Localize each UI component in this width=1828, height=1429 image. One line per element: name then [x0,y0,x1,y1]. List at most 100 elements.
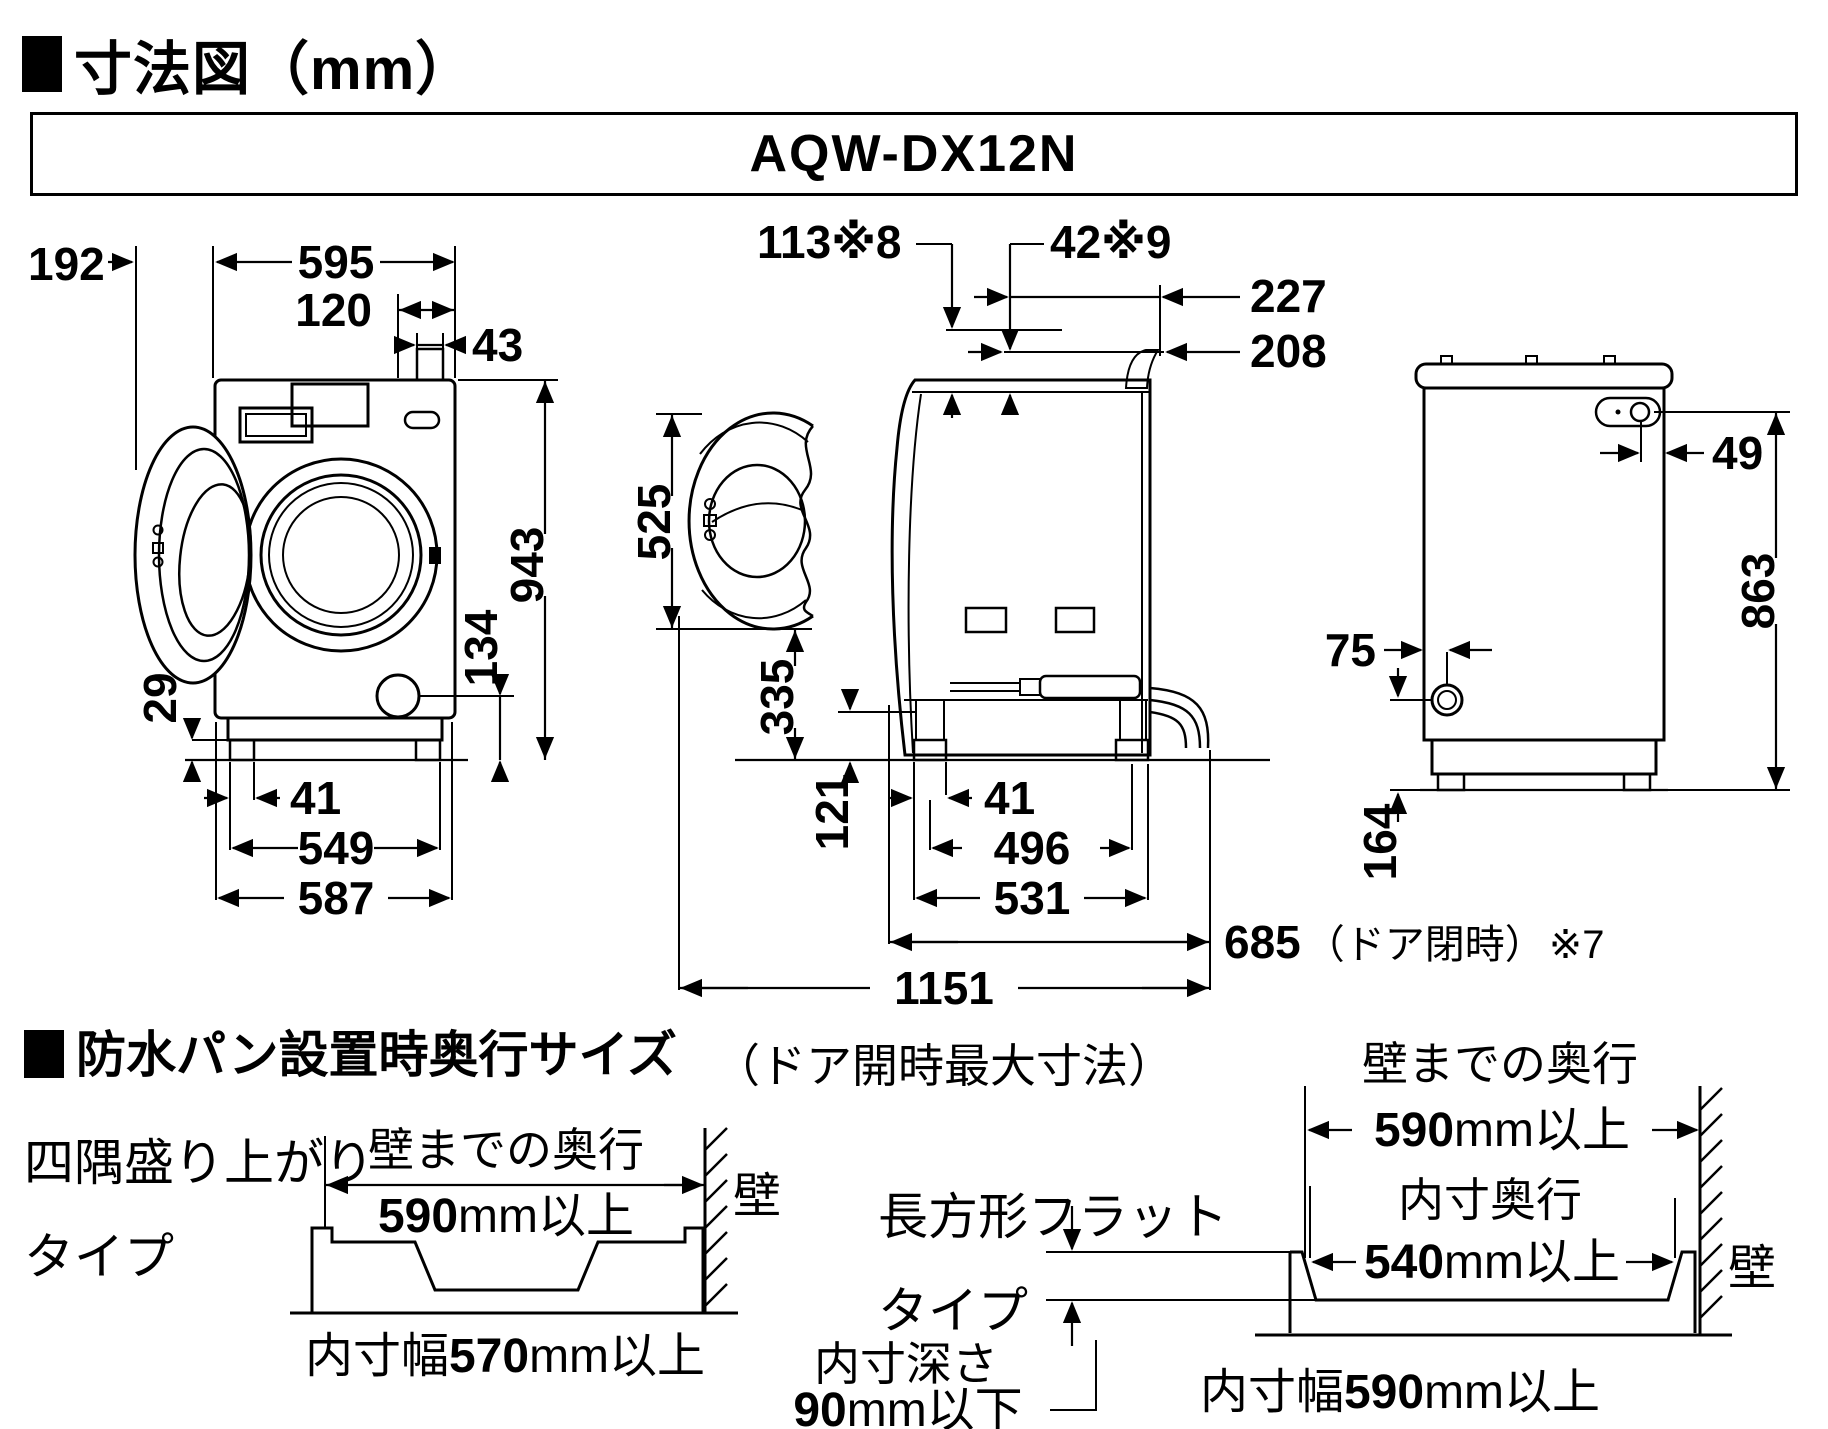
dim-top-clearance-rear: 113※8 [757,216,902,268]
dim-width: 595 [298,236,375,288]
pan-right-type-line2: タイプ [878,1283,1028,1339]
door-break-line [799,425,814,618]
wall-label: 壁 [1728,1242,1776,1295]
door-latch [429,547,441,564]
unit: mm以上 [529,1330,705,1383]
wall-depth-label: 壁までの奥行 [1362,1038,1638,1090]
value: 90 [793,1384,846,1429]
pan-left-type-line1: 四隅盛り上がり [24,1135,374,1191]
dim-door-protrusion: 192 [28,238,105,290]
depth-closed-ref: ※7 [1549,923,1605,967]
inner-width: 内寸幅590mm以上 [1200,1366,1600,1419]
dim-rear-depth-upper: 227 [1250,270,1327,322]
pan-section: 防水パン設置時奥行サイズ 四隅盛り上がり タイプ 壁 壁までの奥行 590m [24,1027,1776,1429]
dim-foot-height: 29 [134,672,186,723]
pan-right: 長方形フラット タイプ 壁 壁までの奥行 590mm以上 内寸奥行 [793,1038,1776,1429]
section-marker-square [22,36,62,92]
value: 540 [1364,1236,1444,1289]
rear-hose [1149,698,1202,749]
top-protrusion [415,347,445,382]
hinge-mark [152,556,164,568]
wall-hatching [1699,1087,1723,1319]
value: 570 [449,1330,529,1383]
open-door-profile [687,411,814,631]
dim-inlet-offset: 49 [1712,427,1763,479]
depth-door-open-note: （ドア開時最大寸法） [714,1040,1174,1092]
wall-depth-label: 壁までの奥行 [368,1124,644,1176]
cabinet-side [890,378,1152,757]
model-name: AQW-DX12N [749,125,1079,183]
base-plinth [226,716,444,742]
value: 590 [1374,1104,1454,1157]
open-door-mid [157,447,251,663]
foot-left [228,738,256,762]
drain-outlet-inner [1437,690,1457,710]
depth-closed-value: 685 [1224,916,1301,968]
wall-label: 壁 [733,1170,781,1223]
dim-panel-offset: 120 [295,284,372,336]
rear-hose [1149,710,1188,749]
dim-depth-closed: 685（ドア閉時）※7 [1224,916,1605,968]
value: 590 [1344,1366,1424,1419]
dim-depth-door-open: 1151 [894,962,994,1014]
dim-door-diameter: 525 [628,484,680,561]
side-view: 113※8 42※9 227 208 [628,216,1605,1092]
pan-depth-value: 90mm以下 [793,1384,1022,1429]
section-title: 寸法図（mm） [22,22,474,106]
label: 内寸幅 [305,1330,449,1383]
door-glass-line [711,502,803,523]
inner-depth-label: 内寸奥行 [1398,1174,1582,1226]
pan-section-title: 防水パン設置時奥行サイズ [76,1027,677,1083]
unit: mm以上 [1424,1366,1600,1419]
leader-line [1050,1340,1097,1411]
wall-depth-value: 590mm以上 [378,1190,634,1243]
drain-pump-cylinder [1038,674,1142,700]
dim-inlet-height: 863 [1732,553,1784,630]
dim-height: 943 [501,527,553,604]
dim-under-clearance: 121 [806,774,858,851]
door-ring-outer [243,457,439,653]
foot-left [1436,772,1466,792]
rear-hose [1149,686,1210,749]
dim-foot-width-side: 41 [984,772,1035,824]
pan-left-type-line2: タイプ [24,1229,174,1285]
pan-left: 四隅盛り上がり タイプ 壁 壁までの奥行 590mm以上 内寸幅570 [24,1124,781,1383]
value: 590 [378,1190,458,1243]
label: 内寸幅 [1200,1366,1344,1419]
door-rim-arc [699,421,809,455]
detergent-drawer [290,382,370,428]
dim-feet-span: 549 [298,822,375,874]
display-inner [245,413,307,437]
dim-foot-width: 41 [290,772,341,824]
front-machine-art [133,347,468,762]
open-door-outer [133,425,253,685]
water-inlet [1629,401,1651,423]
section-marker-square [24,1030,64,1078]
dim-door-bottom-height: 335 [751,659,803,736]
pan-depth-label: 内寸深さ [814,1338,998,1390]
rear-top-tab [1124,349,1160,389]
unit: mm以上 [1454,1104,1630,1157]
handle-recess [964,606,1008,634]
wall-depth-value: 590mm以上 [1374,1104,1630,1157]
door-ring-inner [268,482,414,628]
foot-right [1622,772,1652,792]
door-ring [259,473,423,637]
unit: mm以上 [458,1190,634,1243]
display-window [238,406,314,444]
dim-rear-depth-lower: 208 [1250,325,1327,377]
inner-depth-value: 540mm以上 [1364,1236,1620,1289]
depth-closed-note: （ドア閉時） [1305,923,1545,967]
dim-drain-offset: 75 [1325,624,1376,676]
open-door-glass [178,483,252,637]
hinge-mark [703,514,717,527]
section-title-text: 寸法図（mm） [74,37,475,102]
hinge-mark [152,542,164,554]
dim-panel-width: 43 [472,319,523,371]
dim-feet-inner-span: 496 [994,822,1071,874]
top-cover-rear [1414,362,1674,390]
inner-width: 内寸幅570mm以上 [305,1330,705,1383]
dim-drain-height: 164 [1354,803,1406,880]
